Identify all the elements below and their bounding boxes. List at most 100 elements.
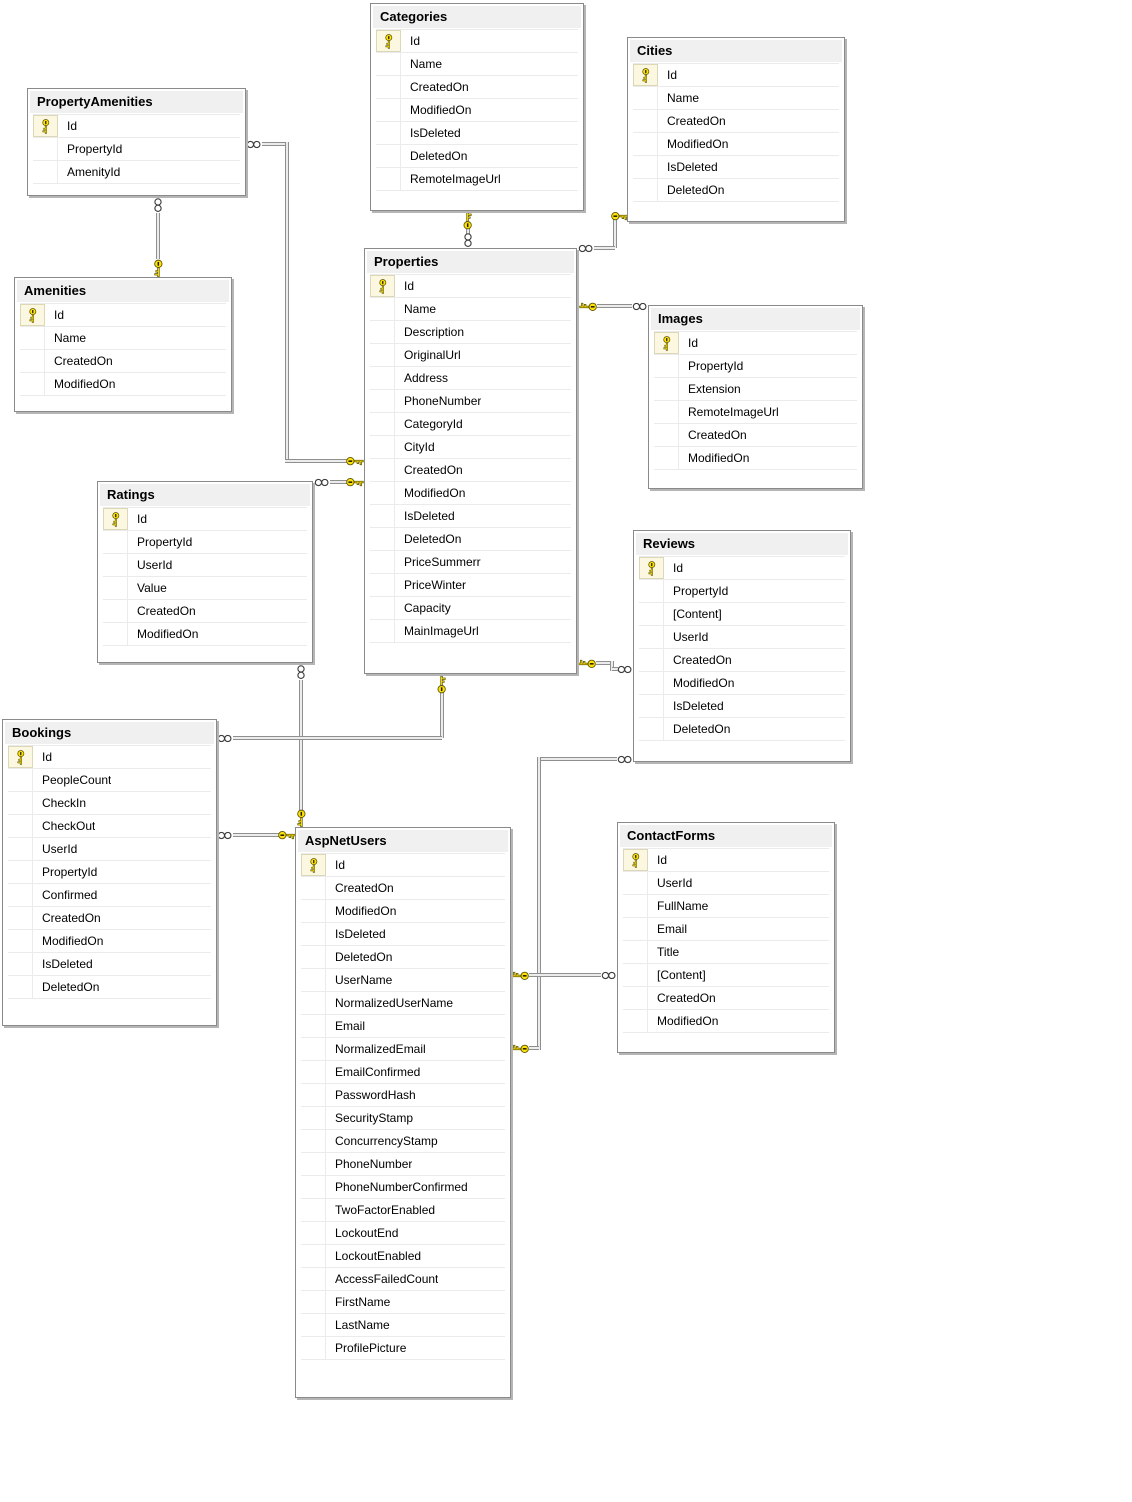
relationship-properties-bookings-line[interactable] (233, 736, 442, 740)
field-row[interactable]: DeletedOn (301, 946, 505, 969)
field-row[interactable]: Name (376, 53, 578, 76)
field-row[interactable]: SecurityStamp (301, 1107, 505, 1130)
field-row[interactable]: FullName (623, 895, 829, 918)
field-row[interactable]: [Content] (623, 964, 829, 987)
field-row[interactable]: LastName (301, 1314, 505, 1337)
field-row[interactable]: DeletedOn (370, 528, 571, 551)
field-row[interactable]: ConcurrencyStamp (301, 1130, 505, 1153)
field-row[interactable]: ModifiedOn (20, 373, 226, 396)
field-row[interactable]: Name (370, 298, 571, 321)
field-row[interactable]: IsDeleted (370, 505, 571, 528)
field-row[interactable]: CreatedOn (8, 907, 211, 930)
relationship-properties-propertyamenities-line[interactable] (285, 459, 347, 463)
field-row[interactable]: PasswordHash (301, 1084, 505, 1107)
field-row[interactable]: ModifiedOn (623, 1010, 829, 1033)
relationship-cities-properties-line[interactable] (613, 214, 617, 248)
field-row[interactable]: CategoryId (370, 413, 571, 436)
field-row[interactable]: CreatedOn (633, 110, 839, 133)
field-row[interactable]: CreatedOn (623, 987, 829, 1010)
field-row[interactable]: PriceSummerr (370, 551, 571, 574)
field-row[interactable]: Id (623, 849, 829, 872)
field-row[interactable]: Id (33, 115, 240, 138)
field-row[interactable]: Id (301, 854, 505, 877)
field-row[interactable]: IsDeleted (376, 122, 578, 145)
field-row[interactable]: Capacity (370, 597, 571, 620)
field-row[interactable]: AccessFailedCount (301, 1268, 505, 1291)
field-row[interactable]: CreatedOn (20, 350, 226, 373)
field-row[interactable]: NormalizedUserName (301, 992, 505, 1015)
table-title[interactable]: Images (651, 308, 860, 330)
field-row[interactable]: Id (654, 332, 857, 355)
field-row[interactable]: ModifiedOn (633, 133, 839, 156)
relationship-properties-reviews-line[interactable] (610, 661, 614, 671)
field-row[interactable]: Name (20, 327, 226, 350)
field-row[interactable]: DeletedOn (639, 718, 845, 741)
field-row[interactable]: Address (370, 367, 571, 390)
field-row[interactable]: ModifiedOn (103, 623, 307, 646)
field-row[interactable]: PhoneNumberConfirmed (301, 1176, 505, 1199)
field-row[interactable]: Confirmed (8, 884, 211, 907)
table-title[interactable]: Cities (630, 40, 842, 62)
field-row[interactable]: CreatedOn (103, 600, 307, 623)
relationship-aspnetusers-reviews-line[interactable] (537, 757, 541, 1050)
relationship-properties-images-line[interactable] (597, 304, 632, 308)
field-row[interactable]: DeletedOn (633, 179, 839, 202)
field-row[interactable]: Id (20, 304, 226, 327)
field-row[interactable]: DeletedOn (8, 976, 211, 999)
field-row[interactable]: FirstName (301, 1291, 505, 1314)
field-row[interactable]: LockoutEnabled (301, 1245, 505, 1268)
field-row[interactable]: ModifiedOn (654, 447, 857, 470)
relationship-aspnetusers-ratings-line[interactable] (299, 680, 303, 810)
field-row[interactable]: PhoneNumber (370, 390, 571, 413)
field-row[interactable]: PropertyId (654, 355, 857, 378)
field-row[interactable]: ModifiedOn (376, 99, 578, 122)
table-title[interactable]: AspNetUsers (298, 830, 508, 852)
field-row[interactable]: CreatedOn (301, 877, 505, 900)
relationship-properties-reviews-line[interactable] (612, 667, 618, 671)
field-row[interactable]: CreatedOn (654, 424, 857, 447)
relationship-categories-properties-line[interactable] (466, 226, 470, 234)
field-row[interactable]: UserId (639, 626, 845, 649)
relationship-properties-propertyamenities-line[interactable] (262, 142, 289, 146)
field-row[interactable]: ProfilePicture (301, 1337, 505, 1360)
field-row[interactable]: PeopleCount (8, 769, 211, 792)
field-row[interactable]: PropertyId (33, 138, 240, 161)
table-title[interactable]: Ratings (100, 484, 310, 506)
relationship-aspnetusers-reviews-line[interactable] (529, 1046, 539, 1050)
field-row[interactable]: CreatedOn (370, 459, 571, 482)
relationship-properties-reviews-line[interactable] (596, 661, 612, 665)
field-row[interactable]: UserId (8, 838, 211, 861)
field-row[interactable]: DeletedOn (376, 145, 578, 168)
field-row[interactable]: LockoutEnd (301, 1222, 505, 1245)
field-row[interactable]: CheckIn (8, 792, 211, 815)
field-row[interactable]: Name (633, 87, 839, 110)
relationship-cities-properties-line[interactable] (594, 246, 615, 250)
field-row[interactable]: Value (103, 577, 307, 600)
table-title[interactable]: Reviews (636, 533, 848, 555)
field-row[interactable]: UserId (103, 554, 307, 577)
relationship-properties-ratings-line[interactable] (330, 480, 347, 484)
field-row[interactable]: Id (370, 275, 571, 298)
relationship-properties-propertyamenities-line[interactable] (285, 142, 289, 463)
field-row[interactable]: PropertyId (103, 531, 307, 554)
table-title[interactable]: Bookings (5, 722, 214, 744)
field-row[interactable]: ModifiedOn (301, 900, 505, 923)
field-row[interactable]: Extension (654, 378, 857, 401)
field-row[interactable]: PropertyId (639, 580, 845, 603)
field-row[interactable]: Id (376, 30, 578, 53)
relationship-aspnetusers-contactforms-line[interactable] (529, 973, 601, 977)
field-row[interactable]: Description (370, 321, 571, 344)
field-row[interactable]: Email (301, 1015, 505, 1038)
field-row[interactable]: CityId (370, 436, 571, 459)
field-row[interactable]: Id (8, 746, 211, 769)
relationship-amenities-propertyamenities-line[interactable] (156, 213, 160, 259)
